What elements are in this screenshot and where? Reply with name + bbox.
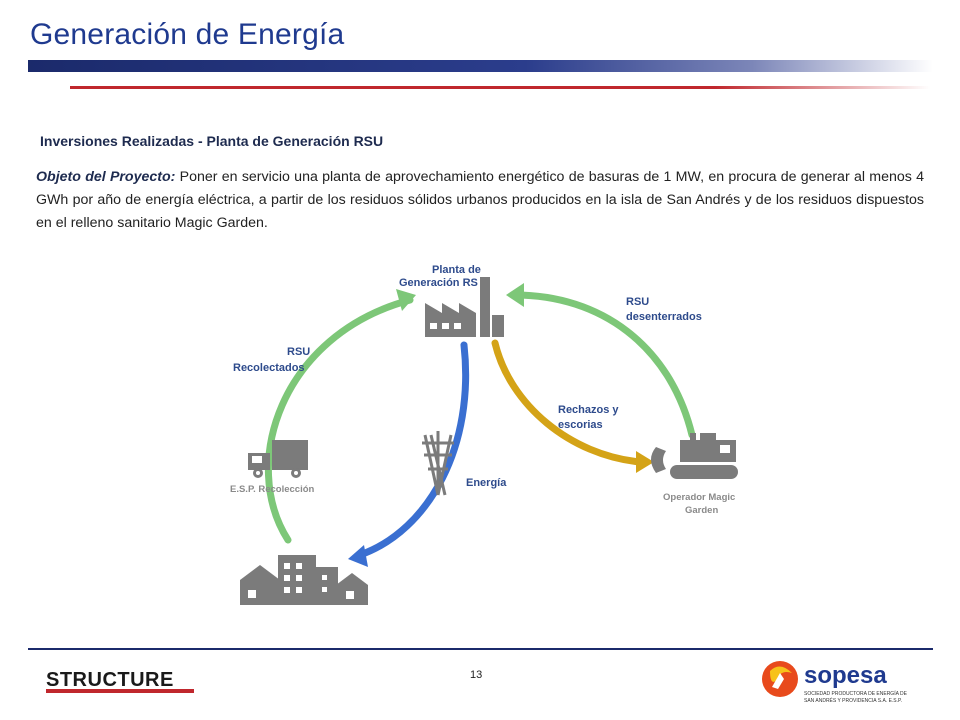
structure-logo: STRUCTURE	[46, 669, 194, 693]
sopesa-logo: sopesa SOCIEDAD PRODUCTORA DE ENERGÍA DE…	[762, 661, 908, 704]
city-buildings-icon	[240, 555, 368, 605]
garbage-truck-icon	[248, 440, 308, 478]
operador-line1: Operador Magic	[663, 492, 735, 503]
arrow-rsu-recolectados	[264, 296, 414, 544]
plant-label-line1: Planta de	[432, 264, 481, 276]
rechazos-line2: escorias	[558, 419, 603, 431]
header-blue-bar	[28, 60, 933, 72]
arrow-energia	[356, 341, 470, 559]
operador-line2: Garden	[685, 505, 718, 516]
rsu-desenterrados-line1: RSU	[626, 296, 649, 308]
sopesa-tagline-line1: SOCIEDAD PRODUCTORA DE ENERGÍA DE	[804, 690, 908, 697]
rsu-recolectados-line1: RSU	[287, 346, 310, 358]
footer-divider	[28, 648, 933, 650]
objective-paragraph: Objeto del Proyecto: Poner en servicio u…	[36, 166, 924, 235]
sopesa-tagline-line2: SAN ANDRÉS Y PROVIDENCIA S.A. E.S.P.	[804, 697, 902, 704]
esp-recoleccion-label: E.S.P. Recolección	[230, 484, 315, 495]
energia-label: Energía	[466, 477, 507, 489]
arrow-rsu-desenterrados	[511, 291, 696, 439]
page-title: Generación de Energía	[30, 18, 345, 51]
rsu-recolectados-line2: Recolectados	[233, 362, 305, 374]
excavator-icon	[651, 433, 738, 479]
page-number: 13	[470, 669, 483, 681]
arrowhead-energia	[348, 545, 368, 567]
electrical-tower-icon	[422, 431, 454, 496]
arrowhead-rechazos	[636, 451, 654, 473]
objective-text: Poner en servicio una planta de aprovech…	[36, 169, 924, 231]
plant-label-line2: Generación RS	[399, 277, 478, 289]
rechazos-line1: Rechazos y	[558, 404, 619, 416]
arrowhead-rsu-recolectados	[396, 289, 416, 311]
section-subtitle: Inversiones Realizadas - Planta de Gener…	[40, 133, 384, 149]
structure-logo-text: STRUCTURE	[46, 669, 174, 691]
arrow-rechazos	[491, 339, 644, 466]
header-red-line	[70, 86, 930, 89]
rsu-desenterrados-line2: desenterrados	[626, 311, 702, 323]
sopesa-logo-text: sopesa	[804, 662, 887, 689]
arrowhead-rsu-desenterrados	[506, 283, 524, 307]
sopesa-emblem-icon	[762, 661, 798, 697]
objective-label: Objeto del Proyecto:	[36, 169, 176, 185]
energy-cycle-diagram: Planta de Generación RS RSU Recolectados…	[230, 264, 738, 605]
power-plant-icon	[425, 277, 504, 337]
